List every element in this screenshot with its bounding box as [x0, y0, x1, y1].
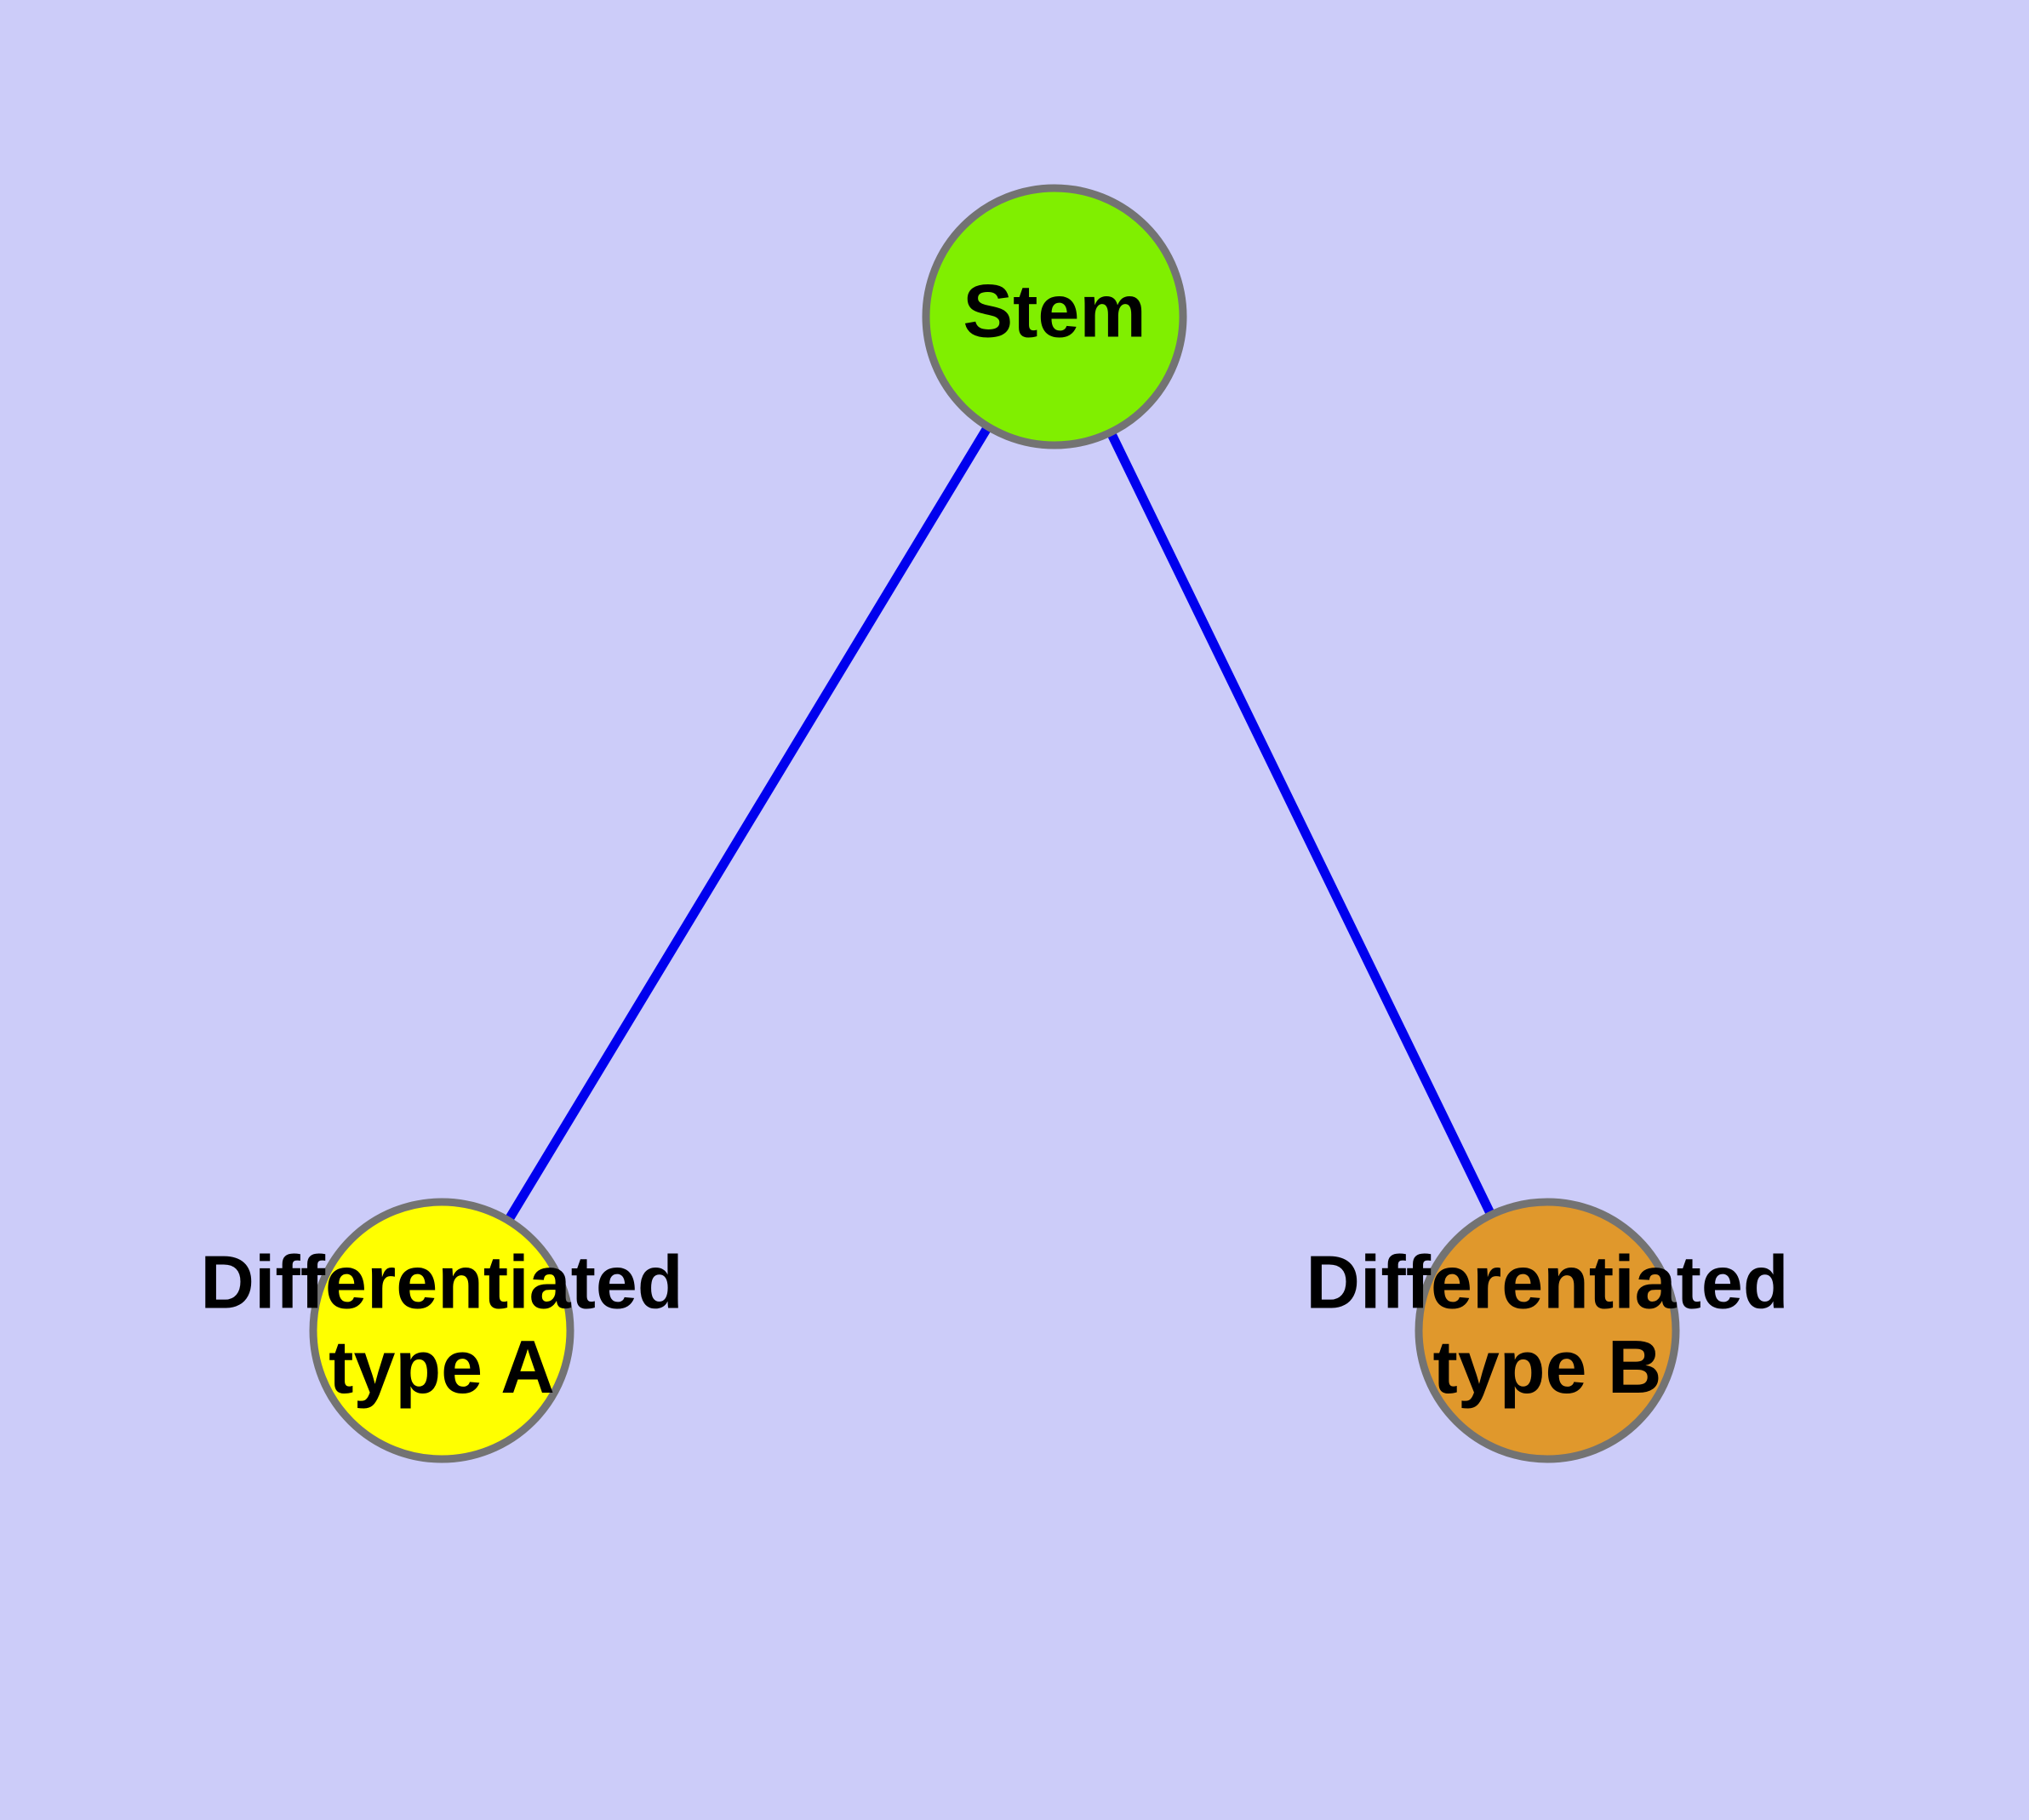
node-stem[interactable]: Stem: [922, 184, 1187, 449]
node-circle-diff_a[interactable]: [309, 1198, 574, 1463]
node-label-diff_b-line-1: type B: [1433, 1325, 1662, 1409]
node-circle-stem[interactable]: [922, 184, 1187, 449]
edges-layer: [437, 314, 1552, 1333]
edge-stem-diff-b[interactable]: [1050, 314, 1552, 1333]
node-label-diff_a-line-1: type A: [329, 1325, 555, 1409]
edge-stem-diff-a[interactable]: [437, 314, 1059, 1333]
node-label-stem-line-0: Stem: [963, 268, 1146, 352]
node-label-diff_a-line-0: Differentiated: [200, 1240, 683, 1325]
node-label-diff_b-line-0: Differentiated: [1306, 1240, 1788, 1325]
node-circle-diff_b[interactable]: [1415, 1198, 1680, 1463]
